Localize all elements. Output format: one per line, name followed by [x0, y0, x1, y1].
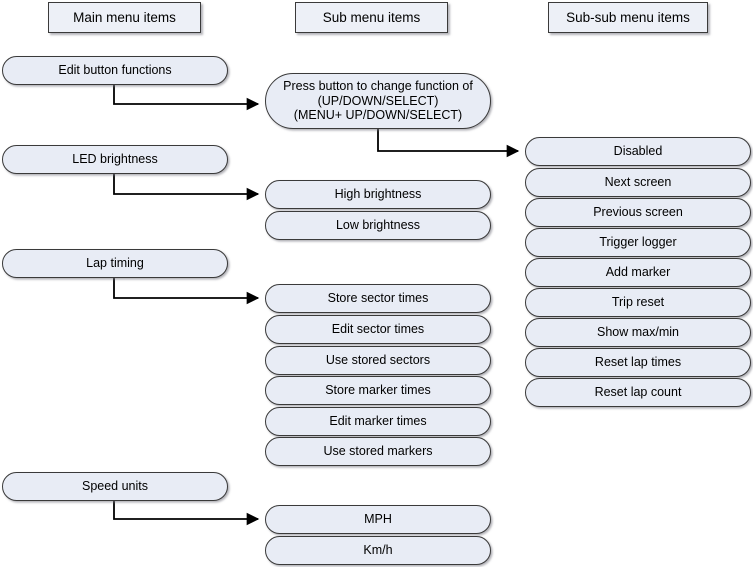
sub-sub-menu-item-reset-lap-times[interactable]: Reset lap times [525, 348, 751, 377]
sub-menu-item-label: MPH [364, 512, 392, 527]
speed-units-to-mph [113, 501, 260, 526]
sub-sub-menu-item-add-marker[interactable]: Add marker [525, 258, 751, 287]
sub-menu-item-edit-sector-times[interactable]: Edit sector times [265, 315, 491, 344]
main-menu-item-label: Edit button functions [58, 63, 172, 78]
sub-menu-item-low-brightness[interactable]: Low brightness [265, 211, 491, 240]
sub-sub-menu-item-label: Reset lap count [594, 385, 682, 400]
sub-menu-item-high-brightness[interactable]: High brightness [265, 180, 491, 209]
main-menu-item-label: Lap timing [86, 256, 144, 271]
sub-menu-item-label: Store marker times [325, 383, 431, 398]
column-header-sub-sub-menu: Sub-sub menu items [548, 2, 708, 33]
sub-sub-menu-item-disabled[interactable]: Disabled [525, 137, 751, 166]
edit-button-functions-to-press-button [113, 85, 260, 111]
column-header-sub-sub-menu-label: Sub-sub menu items [566, 10, 690, 25]
sub-sub-menu-item-label: Previous screen [593, 205, 683, 220]
sub-sub-menu-item-label: Show max/min [597, 325, 679, 340]
press-button-to-disabled [377, 129, 520, 158]
lap-timing-to-store-sector-times [113, 278, 260, 305]
press-button-line-3: (MENU+ UP/DOWN/SELECT) [293, 108, 463, 123]
sub-menu-item-label: Low brightness [335, 218, 421, 233]
sub-menu-item-use-stored-sectors[interactable]: Use stored sectors [265, 346, 491, 375]
main-menu-item-label: Speed units [81, 479, 149, 494]
column-header-sub-menu-label: Sub menu items [322, 10, 421, 25]
sub-menu-item-label: Use stored sectors [325, 353, 431, 368]
sub-menu-item-label: High brightness [334, 187, 422, 202]
main-menu-item-led-brightness[interactable]: LED brightness [2, 145, 228, 174]
sub-sub-menu-item-trigger-logger[interactable]: Trigger logger [525, 228, 751, 257]
main-menu-item-speed-units[interactable]: Speed units [2, 472, 228, 501]
column-header-sub-menu: Sub menu items [295, 2, 448, 33]
sub-sub-menu-item-label: Trip reset [611, 295, 665, 310]
column-header-main-menu-label: Main menu items [73, 10, 176, 25]
sub-sub-menu-item-previous-screen[interactable]: Previous screen [525, 198, 751, 227]
press-button-line-1: Press button to change function of [283, 78, 473, 93]
sub-sub-menu-item-label: Trigger logger [599, 235, 677, 250]
sub-menu-item-label: Km/h [363, 543, 393, 558]
sub-sub-menu-item-show-max-min[interactable]: Show max/min [525, 318, 751, 347]
main-menu-item-label: LED brightness [72, 152, 158, 167]
sub-menu-item-label: Use stored markers [323, 444, 433, 459]
sub-menu-item-press-button-to-change-function[interactable]: Press button to change function of (UP/D… [265, 73, 491, 129]
sub-menu-item-store-marker-times[interactable]: Store marker times [265, 376, 491, 405]
main-menu-item-lap-timing[interactable]: Lap timing [2, 249, 228, 278]
sub-menu-item-edit-marker-times[interactable]: Edit marker times [265, 407, 491, 436]
sub-menu-item-kmh[interactable]: Km/h [265, 536, 491, 565]
column-header-main-menu: Main menu items [48, 2, 201, 33]
press-button-line-2: (UP/DOWN/SELECT) [317, 93, 439, 108]
sub-sub-menu-item-next-screen[interactable]: Next screen [525, 168, 751, 197]
sub-menu-item-label: Store sector times [327, 291, 429, 306]
sub-sub-menu-item-reset-lap-count[interactable]: Reset lap count [525, 378, 751, 407]
sub-sub-menu-item-label: Disabled [613, 144, 663, 159]
sub-menu-item-store-sector-times[interactable]: Store sector times [265, 284, 491, 313]
sub-menu-item-label: Edit marker times [329, 414, 427, 429]
sub-menu-item-label: Edit sector times [331, 322, 425, 337]
sub-sub-menu-item-label: Reset lap times [594, 355, 682, 370]
sub-menu-item-mph[interactable]: MPH [265, 505, 491, 534]
sub-sub-menu-item-label: Next screen [604, 175, 672, 190]
led-brightness-to-high-brightness [113, 174, 260, 201]
sub-sub-menu-item-label: Add marker [605, 265, 671, 280]
sub-menu-item-use-stored-markers[interactable]: Use stored markers [265, 437, 491, 466]
sub-sub-menu-item-trip-reset[interactable]: Trip reset [525, 288, 751, 317]
main-menu-item-edit-button-functions[interactable]: Edit button functions [2, 56, 228, 85]
